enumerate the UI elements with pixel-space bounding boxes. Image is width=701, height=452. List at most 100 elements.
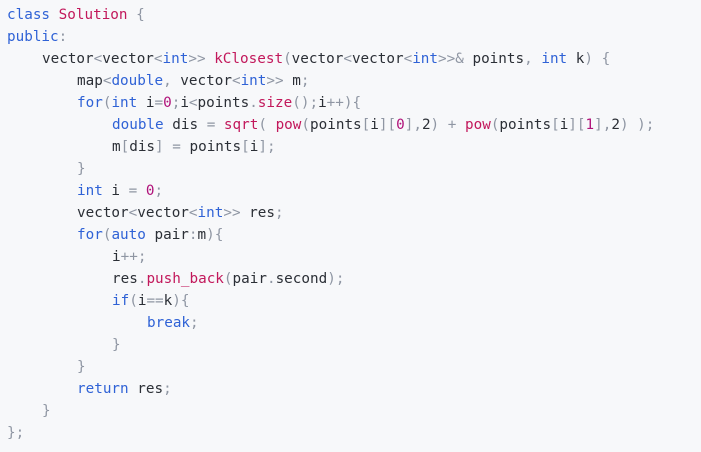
code-token: points <box>180 139 242 155</box>
code-token: = <box>154 95 164 111</box>
code-token: i <box>112 249 121 265</box>
code-token: double <box>112 117 164 133</box>
code-token: res <box>128 381 164 397</box>
code-token <box>128 7 137 23</box>
code-token: i <box>137 95 155 111</box>
code-line: return res; <box>0 378 701 400</box>
code-token: return <box>77 381 129 397</box>
code-token: vector <box>77 205 129 221</box>
code-token: . <box>137 271 147 287</box>
code-token: [ <box>551 117 560 133</box>
code-line: i++; <box>0 246 701 268</box>
code-line: vector<vector<int>> res; <box>0 202 701 224</box>
code-token: m <box>197 227 207 243</box>
code-token <box>267 117 276 133</box>
code-token: : <box>188 227 198 243</box>
code-token: ){ <box>172 293 190 309</box>
code-token: == <box>146 293 164 309</box>
code-token <box>137 183 146 199</box>
code-token: i <box>370 117 379 133</box>
code-token: i <box>102 183 129 199</box>
code-line: if(i==k){ <box>0 290 701 312</box>
code-token: vector <box>351 51 404 67</box>
code-token: i <box>559 117 569 133</box>
code-token: }; <box>7 425 25 441</box>
code-token: [ <box>241 139 250 155</box>
code-token: int <box>77 183 103 199</box>
code-token: m <box>283 73 301 89</box>
code-token: ++){ <box>326 95 362 111</box>
code-token <box>456 117 465 133</box>
code-token: { <box>136 7 145 23</box>
code-token: ] <box>155 139 164 155</box>
code-token: [ <box>120 139 130 155</box>
code-token: dis <box>129 139 156 155</box>
code-token: , <box>163 73 172 89</box>
code-line: res.push_back(pair.second); <box>0 268 701 290</box>
code-line: map<double, vector<int>> m; <box>0 70 701 92</box>
code-token: ( <box>102 95 112 111</box>
code-line: for(auto pair:m){ <box>0 224 701 246</box>
code-token <box>215 117 224 133</box>
code-token: >> <box>266 73 284 89</box>
code-token: < <box>188 95 198 111</box>
code-token: kClosest <box>214 51 284 67</box>
code-token: int <box>162 51 189 67</box>
code-token <box>50 7 59 23</box>
code-token: ], <box>594 117 612 133</box>
code-token: sqrt <box>223 117 259 133</box>
code-line: vector<vector<int>> kClosest(vector<vect… <box>0 48 701 70</box>
code-token: ][ <box>568 117 586 133</box>
code-token: int <box>240 73 267 89</box>
code-token: int <box>111 95 138 111</box>
code-token: dis <box>163 117 207 133</box>
code-token: double <box>111 73 164 89</box>
code-line: } <box>0 400 701 422</box>
code-token: < <box>188 205 198 221</box>
code-token: ); <box>327 271 345 287</box>
code-token: push_back <box>146 271 224 287</box>
code-token: ; <box>300 73 310 89</box>
code-token: ( <box>102 227 112 243</box>
code-token: < <box>231 73 241 89</box>
code-token: i <box>249 139 259 155</box>
code-token: = <box>206 117 216 133</box>
code-token: i <box>318 95 327 111</box>
code-token: pair <box>232 271 267 287</box>
code-token: < <box>93 51 103 67</box>
code-line: for(int i=0;i<points.size();i++){ <box>0 92 701 114</box>
code-token: k <box>163 293 173 309</box>
code-token: ){ <box>206 227 224 243</box>
code-token: 2 <box>611 117 620 133</box>
code-token: pow <box>275 117 302 133</box>
code-token: . <box>249 95 258 111</box>
code-token: = <box>172 139 181 155</box>
code-token: ); <box>637 117 655 133</box>
code-line: } <box>0 356 701 378</box>
code-token: res <box>112 271 138 287</box>
code-token: i <box>180 95 189 111</box>
code-token: map <box>77 73 103 89</box>
code-token: < <box>153 51 163 67</box>
code-token: { <box>601 51 611 67</box>
code-token: ]; <box>258 139 276 155</box>
code-token: for <box>77 227 103 243</box>
code-token: points <box>463 51 525 67</box>
code-token: < <box>403 51 413 67</box>
code-token: ( <box>258 117 267 133</box>
code-token: ( <box>490 117 500 133</box>
code-token: Solution <box>58 7 128 23</box>
code-token: points <box>499 117 552 133</box>
code-token: < <box>343 51 352 67</box>
code-token <box>206 51 215 67</box>
code-token: + <box>447 117 457 133</box>
code-token: [ <box>361 117 371 133</box>
code-token: pair <box>145 227 189 243</box>
code-token: i <box>137 293 147 309</box>
code-token: ( <box>129 293 138 309</box>
code-token: int <box>197 205 224 221</box>
code-token: , <box>524 51 533 67</box>
code-token: } <box>77 161 86 177</box>
code-token: >> <box>223 205 241 221</box>
